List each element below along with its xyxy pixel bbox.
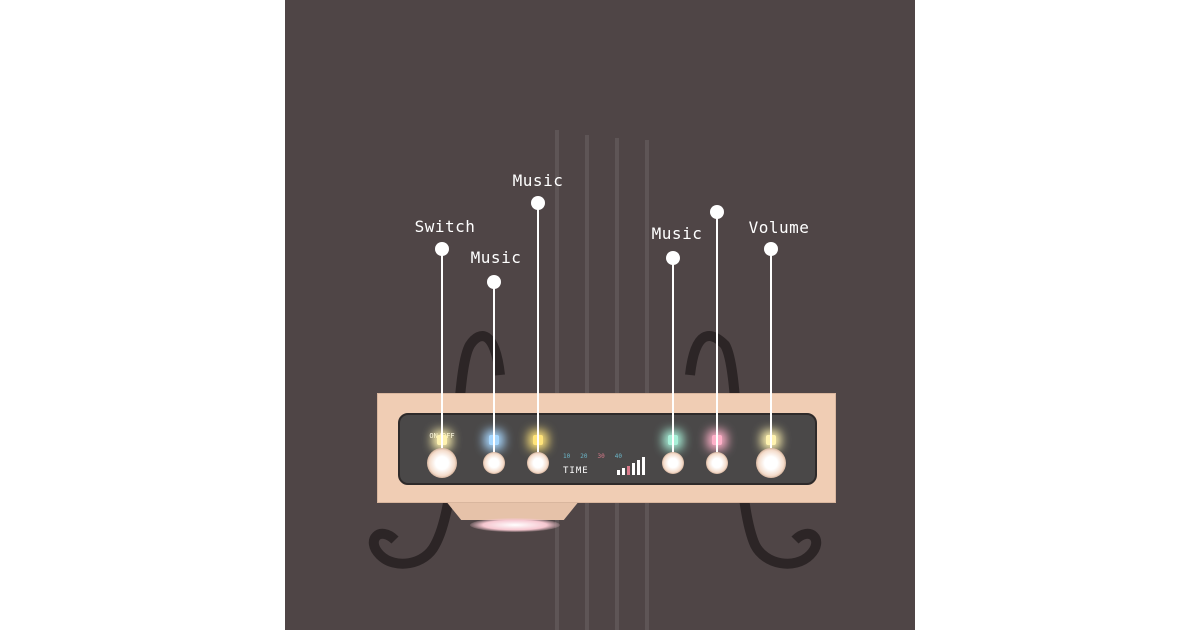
volume-button[interactable] [756, 448, 786, 478]
music-4-button[interactable] [706, 452, 728, 474]
callout-line [672, 258, 674, 463]
switch-button[interactable] [427, 448, 457, 478]
callout-line [716, 212, 718, 463]
callout-dot [764, 242, 778, 256]
music-1-button[interactable] [483, 452, 505, 474]
time-label: TIME [563, 466, 589, 476]
callout-label-music-3: Music [651, 224, 703, 243]
base-light-glow [470, 518, 560, 532]
device-base [445, 500, 580, 520]
music-3-button[interactable] [662, 452, 684, 474]
product-diagram: ON/OFF 10 20 30 40 TIME Switch Music Mus… [285, 0, 915, 630]
f-hole-right [685, 331, 822, 569]
callout-dot [666, 251, 680, 265]
callout-label-switch: Switch [414, 217, 476, 236]
callout-line [537, 203, 539, 463]
callout-line [441, 249, 443, 463]
callout-dot [710, 205, 724, 219]
time-scale: 10 20 30 40 [563, 453, 622, 460]
music-2-button[interactable] [527, 452, 549, 474]
callout-line [770, 249, 772, 463]
volume-level-indicator [617, 457, 645, 475]
time-mark: 40 [614, 453, 622, 460]
callout-dot [531, 196, 545, 210]
callout-label-music-2: Music [512, 171, 564, 190]
callout-dot [487, 275, 501, 289]
time-mark: 10 [563, 453, 571, 460]
control-panel [398, 413, 817, 485]
callout-label-music-1: Music [470, 248, 522, 267]
violin-background-illustration [368, 130, 822, 630]
callout-dot [435, 242, 449, 256]
time-mark: 30 [597, 453, 605, 460]
callout-line [493, 282, 495, 463]
callout-label-volume: Volume [748, 218, 810, 237]
f-hole-left [368, 331, 505, 569]
time-mark: 20 [580, 453, 588, 460]
